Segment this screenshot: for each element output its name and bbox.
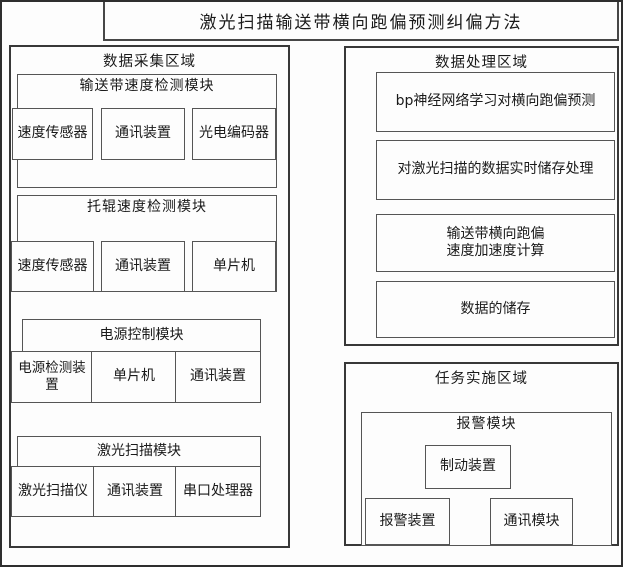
task-implementation-region: 任务实施区域 报警模块 制动装置 报警装置 通讯模块	[344, 362, 619, 546]
deviation-speed-calc-line1: 输送带横向跑偏	[446, 225, 545, 242]
alarm-device-box: 报警装置	[365, 498, 450, 545]
laser-scanner-box: 激光扫描仪	[11, 466, 95, 517]
power-comm-device-box: 通讯装置	[175, 351, 261, 403]
comm-module-box: 通讯模块	[490, 498, 573, 545]
roller-comm-device-box: 通讯装置	[101, 241, 185, 292]
data-collection-region: 数据采集区域 输送带速度检测模块 速度传感器 通讯装置 光电编码器 托辊速度检测…	[9, 45, 290, 548]
roller-speed-module-title: 托辊速度检测模块	[87, 199, 207, 215]
deviation-speed-calc-box: 输送带横向跑偏 速度加速度计算	[376, 214, 615, 272]
power-control-module-box: 电源控制模块	[22, 319, 261, 353]
task-implementation-region-title: 任务实施区域	[435, 371, 528, 387]
roller-mcu-box: 单片机	[192, 241, 276, 292]
data-storage-box: 数据的储存	[376, 281, 615, 338]
laser-scan-module-box: 激光扫描模块	[17, 436, 261, 468]
brake-device-box: 制动装置	[425, 445, 511, 489]
alarm-module-title: 报警模块	[456, 416, 517, 432]
realtime-storage-processing-box: 对激光扫描的数据实时储存处理	[376, 140, 615, 200]
power-detect-device-box: 电源检测装置	[11, 351, 93, 403]
data-processing-region-title: 数据处理区域	[435, 55, 528, 71]
deviation-speed-calc-line2: 速度加速度计算	[446, 243, 545, 259]
bp-network-prediction-box: bp神经网络学习对横向跑偏预测	[376, 72, 615, 132]
laser-comm-device-box: 通讯装置	[93, 466, 177, 517]
alarm-module-box: 报警模块 制动装置 报警装置 通讯模块	[361, 412, 612, 546]
belt-speed-module-title: 输送带速度检测模块	[79, 78, 215, 94]
serial-processor-box: 串口处理器	[175, 466, 261, 517]
photo-encoder-box: 光电编码器	[192, 108, 276, 160]
belt-speed-sensor-box: 速度传感器	[12, 108, 93, 160]
data-collection-region-title: 数据采集区域	[103, 54, 196, 70]
belt-comm-device-box: 通讯装置	[101, 108, 185, 160]
diagram-title: 激光扫描输送带横向跑偏预测纠偏方法	[103, 2, 619, 41]
roller-speed-sensor-box: 速度传感器	[11, 241, 94, 292]
data-processing-region: 数据处理区域 bp神经网络学习对横向跑偏预测 对激光扫描的数据实时储存处理 输送…	[344, 46, 619, 346]
power-mcu-box: 单片机	[91, 351, 177, 403]
